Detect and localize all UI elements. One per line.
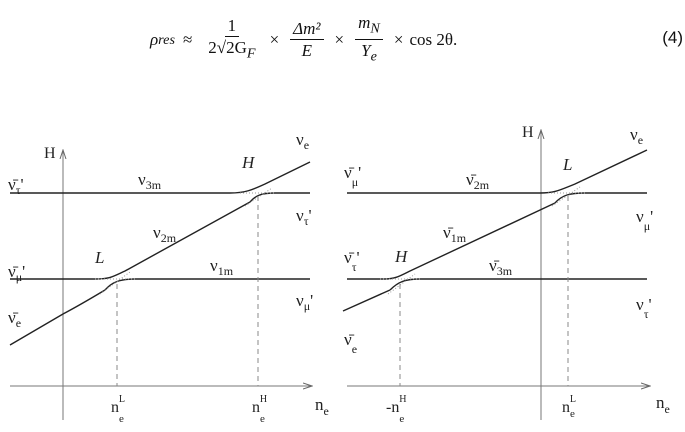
label-nubar-mu: ν̄μ' xyxy=(8,262,25,284)
label-nubar-tau: ν̄τ' xyxy=(8,175,24,197)
resonance-L-right: L xyxy=(562,155,572,174)
label-nubar1m: ν̄1m xyxy=(443,223,467,245)
label-nu-mu-right: νμ' xyxy=(636,207,653,233)
fraction-2: Δm² E xyxy=(290,19,324,62)
label-nubar-tau-right: ν̄τ' xyxy=(344,248,360,274)
left-diagram: H ν̄τ' ν̄μ' ν̄e νe ντ' νμ' ν3m ν2m ν1m L… xyxy=(8,130,329,425)
label-nu-tau: ντ' xyxy=(296,206,312,228)
left-x-axis-label: ne xyxy=(315,395,329,418)
left-y-axis-label: H xyxy=(44,145,56,162)
label-nubar-mu-right: ν̄μ' xyxy=(344,163,361,189)
right-x-axis-label: ne xyxy=(656,393,670,416)
label-nu1m: ν1m xyxy=(210,256,234,278)
label-nu-mu: νμ' xyxy=(296,291,313,313)
label-nu-e-right: νe xyxy=(630,125,643,147)
right-diagram: H ν̄μ' ν̄τ' ν̄e νe νμ' ντ' ν̄2m ν̄1m ν̄3… xyxy=(342,124,670,425)
fraction-1: 1 2√2GF xyxy=(208,15,256,62)
label-nubar-e-right: ν̄e xyxy=(344,330,357,356)
resonance-L: L xyxy=(94,248,104,267)
label-nubar2m: ν̄2m xyxy=(466,170,490,192)
tick-minus-ne-H: -neH xyxy=(386,394,406,425)
equation-number: (4) xyxy=(662,28,683,47)
tick-ne-H: neH xyxy=(252,394,267,425)
right-y-axis-label: H xyxy=(522,124,534,141)
fraction-3: mN Ye xyxy=(355,13,383,67)
label-nu-e: νe xyxy=(296,130,309,152)
resonance-H-right: H xyxy=(394,247,409,266)
resonance-H: H xyxy=(241,153,256,172)
label-nubar3m: ν̄3m xyxy=(489,256,513,278)
label-nu3m: ν3m xyxy=(138,170,162,192)
tick-ne-L: neL xyxy=(111,394,125,425)
label-nu-tau-right: ντ' xyxy=(636,295,652,321)
label-nubar-e: ν̄e xyxy=(8,308,21,330)
tick-ne-L-right: neL xyxy=(562,394,576,420)
label-nu2m: ν2m xyxy=(153,223,177,245)
rho-symbol: ρ xyxy=(150,30,159,49)
